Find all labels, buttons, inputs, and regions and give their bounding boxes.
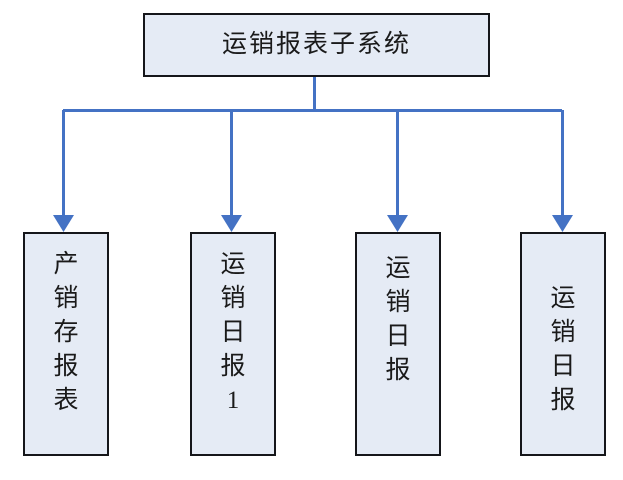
node-child-2-label: 运销日报1 — [220, 251, 246, 414]
node-child-1-box[interactable]: 产销存报表 — [23, 232, 109, 456]
node-child-2-box[interactable]: 运销日报1 — [190, 232, 276, 456]
node-child-4-box[interactable]: 运销日报 — [520, 232, 606, 456]
arrowhead-1 — [53, 215, 74, 232]
node-child-3-box[interactable]: 运销日报 — [355, 232, 441, 456]
node-child-1-label: 产销存报表 — [53, 251, 79, 414]
node-root-box[interactable]: 运销报表子系统 — [143, 13, 490, 77]
node-child-3-label: 运销日报 — [385, 255, 411, 384]
arrowhead-4 — [552, 215, 573, 232]
node-child-4-label: 运销日报 — [550, 285, 576, 414]
node-root-label: 运销报表子系统 — [221, 31, 411, 59]
arrowhead-2 — [221, 215, 242, 232]
arrowhead-3 — [387, 215, 408, 232]
